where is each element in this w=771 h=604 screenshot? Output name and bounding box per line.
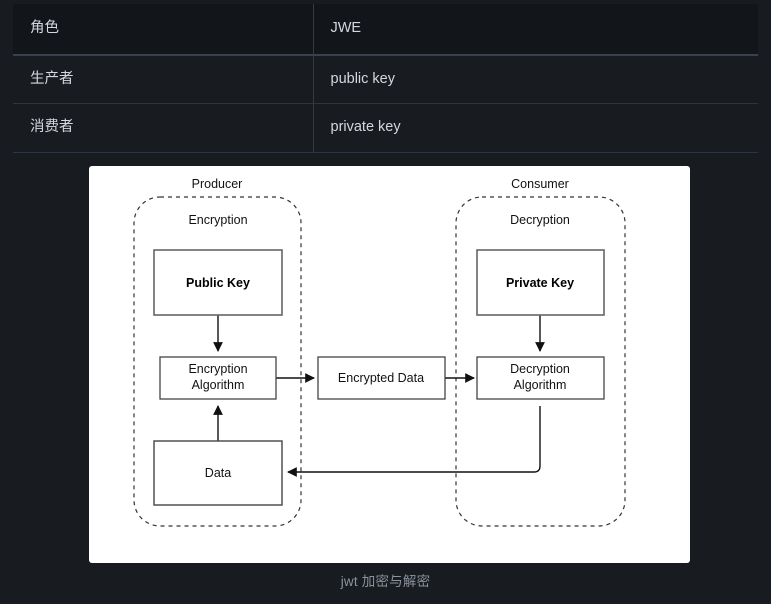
figure-caption: jwt 加密与解密 (340, 574, 431, 589)
jwe-role-table: 角色 JWE 生产者 public key 消费者 private key (13, 4, 758, 153)
decryption-group-label: Decryption (510, 213, 570, 227)
table-body: 生产者 public key 消费者 private key (13, 54, 758, 153)
node-private-key (476, 249, 605, 316)
consumer-group-label: Consumer (511, 177, 569, 191)
node-encryption-algorithm (159, 356, 277, 400)
jwe-role-table-container: 角色 JWE 生产者 public key 消费者 private key (13, 4, 758, 153)
table-head: 角色 JWE (13, 4, 758, 56)
node-encrypted-data (317, 356, 446, 400)
node-private-key-label: Private Key (506, 276, 574, 290)
node-encrypted-data-label: Encrypted Data (338, 371, 424, 385)
node-data-label: Data (205, 466, 231, 480)
arrow-decryption-to-data (287, 406, 541, 477)
node-public-key-label: Public Key (186, 276, 250, 290)
producer-dashed-boundary (133, 196, 302, 527)
producer-group-label: Producer (192, 177, 243, 191)
node-data (153, 440, 283, 506)
encryption-group-label: Encryption (188, 213, 247, 227)
node-public-key (153, 249, 283, 316)
table-cell-role-consumer: 消费者 (13, 103, 314, 153)
node-decryption-algorithm (476, 356, 605, 400)
table-header-cell-role: 角色 (13, 4, 314, 56)
node-decryption-algorithm-label-line2: Algorithm (514, 378, 567, 392)
table-header-row: 角色 JWE (13, 4, 758, 56)
node-encryption-algorithm-label-line1: Encryption (188, 362, 247, 376)
consumer-dashed-boundary (455, 196, 626, 527)
table-cell-jwe-producer: public key (313, 54, 758, 105)
table-row: 消费者 private key (13, 103, 758, 153)
jwt-encryption-diagram: Producer Consumer Encryption Decryption (133, 177, 626, 527)
table-cell-jwe-consumer: private key (313, 103, 758, 153)
table-header-cell-jwe: JWE (313, 4, 758, 56)
jwt-encryption-diagram-card: Producer Consumer Encryption Decryption (89, 166, 690, 563)
table-row: 生产者 public key (13, 54, 758, 105)
node-encryption-algorithm-label-line2: Algorithm (192, 378, 245, 392)
table-cell-role-producer: 生产者 (13, 54, 314, 105)
node-decryption-algorithm-label-line1: Decryption (510, 362, 570, 376)
